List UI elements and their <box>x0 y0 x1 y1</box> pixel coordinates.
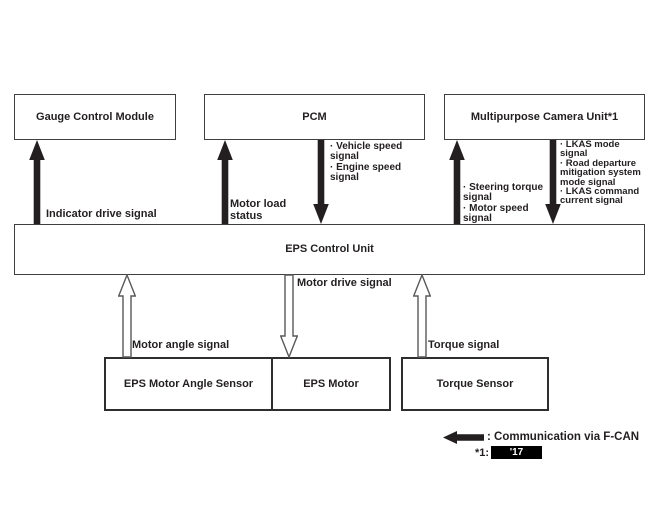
node-eps-control-unit: EPS Control Unit <box>14 224 645 275</box>
signal-line: · Steering torque signal <box>463 182 544 204</box>
signal-line: · LKAS mode signal <box>560 139 620 160</box>
fcan-arrow-down-pcm-to-eps-icon <box>313 140 329 224</box>
node-label: EPS Control Unit <box>285 243 374 256</box>
signal-arrow-up-angle-sensor-to-eps-icon <box>118 274 136 358</box>
fcan-arrow-down-camera-to-eps-icon <box>545 140 561 224</box>
signal-arrow-down-eps-to-motor-icon <box>280 274 298 358</box>
signal-label-motor-load-status: Motor load status <box>230 198 287 222</box>
node-gauge-control-module: Gauge Control Module <box>14 94 176 140</box>
legend-fcan-text: : Communication via F-CAN <box>487 431 640 443</box>
signal-line: · LKAS command current signal <box>560 186 640 207</box>
fcan-arrow-up-eps-to-pcm-icon <box>217 140 233 224</box>
node-label: Multipurpose Camera Unit*1 <box>470 110 619 123</box>
signal-label-eps-to-camera: · Steering torque signal · Motor speed s… <box>463 182 555 224</box>
signal-line: · Vehicle speed signal <box>330 141 403 163</box>
signal-label-motor-drive: Motor drive signal <box>297 277 392 289</box>
node-label: EPS Motor Angle Sensor <box>123 377 254 390</box>
signal-label-camera-outputs: · LKAS mode signal · Road departure miti… <box>560 140 644 206</box>
node-label: PCM <box>302 110 327 123</box>
node-multipurpose-camera-unit: Multipurpose Camera Unit*1 <box>444 94 645 140</box>
signal-line: · Motor speed signal <box>463 202 529 224</box>
node-eps-motor: EPS Motor <box>271 357 391 411</box>
node-eps-motor-angle-sensor: EPS Motor Angle Sensor <box>104 357 273 411</box>
signal-line: · Road departure mitigation system mode … <box>560 157 641 188</box>
legend-footnote-label: *1: <box>475 447 490 459</box>
signal-label-motor-angle: Motor angle signal <box>132 339 230 351</box>
node-label: Torque Sensor <box>436 377 514 390</box>
signal-label-torque: Torque signal <box>428 339 500 351</box>
legend-fcan-arrow-icon <box>443 431 484 444</box>
signal-line: · Engine speed signal <box>330 161 402 183</box>
node-label: Gauge Control Module <box>36 110 154 123</box>
signal-label-pcm-outputs: · Vehicle speed signal · Engine speed si… <box>330 141 414 183</box>
fcan-arrow-up-eps-to-gauge-icon <box>29 140 45 224</box>
fcan-arrow-up-eps-to-camera-icon <box>449 140 465 224</box>
signal-label-indicator-drive: Indicator drive signal <box>46 208 157 220</box>
node-pcm: PCM <box>204 94 425 140</box>
node-label: EPS Motor <box>303 377 359 390</box>
legend-footnote-value-badge: '17 <box>491 446 542 459</box>
signal-arrow-up-torque-sensor-to-eps-icon <box>413 274 431 358</box>
node-torque-sensor: Torque Sensor <box>401 357 549 411</box>
